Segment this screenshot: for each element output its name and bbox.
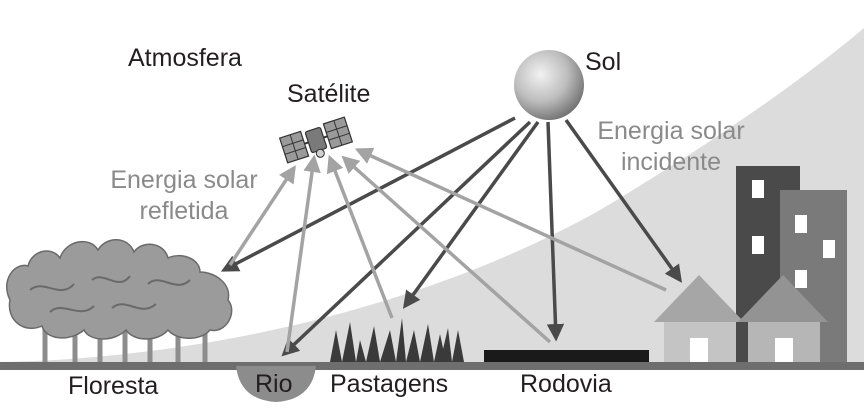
road-icon (484, 350, 649, 362)
incident-energy-label: Energia solar incidente (586, 116, 756, 178)
atmosphere-label: Atmosfera (128, 44, 242, 72)
buildings-icon (654, 166, 847, 362)
road-label: Rodovia (520, 370, 612, 398)
river-icon (236, 366, 316, 402)
sun-icon (514, 50, 584, 120)
pasture-label: Pastagens (330, 370, 449, 398)
reflected-energy-label: Energia solar refletida (98, 165, 270, 227)
forest-icon (6, 239, 233, 362)
incident-arrows (220, 116, 683, 357)
ground-line (0, 362, 864, 370)
reflected-energy-line2: refletida (139, 197, 229, 225)
incident-energy-line2: incidente (620, 148, 722, 176)
incident-energy-line1: Energia solar (597, 117, 745, 145)
satellite-label: Satélite (287, 80, 371, 108)
satellite-icon (278, 116, 354, 164)
pasture-icon (330, 318, 464, 362)
forest-label: Floresta (68, 372, 159, 400)
reflected-arrows (228, 147, 667, 353)
sun-label: Sol (585, 48, 622, 76)
atmosphere-band (0, 28, 864, 370)
reflected-energy-line1: Energia solar (110, 166, 258, 194)
river-label: Rio (255, 370, 293, 398)
